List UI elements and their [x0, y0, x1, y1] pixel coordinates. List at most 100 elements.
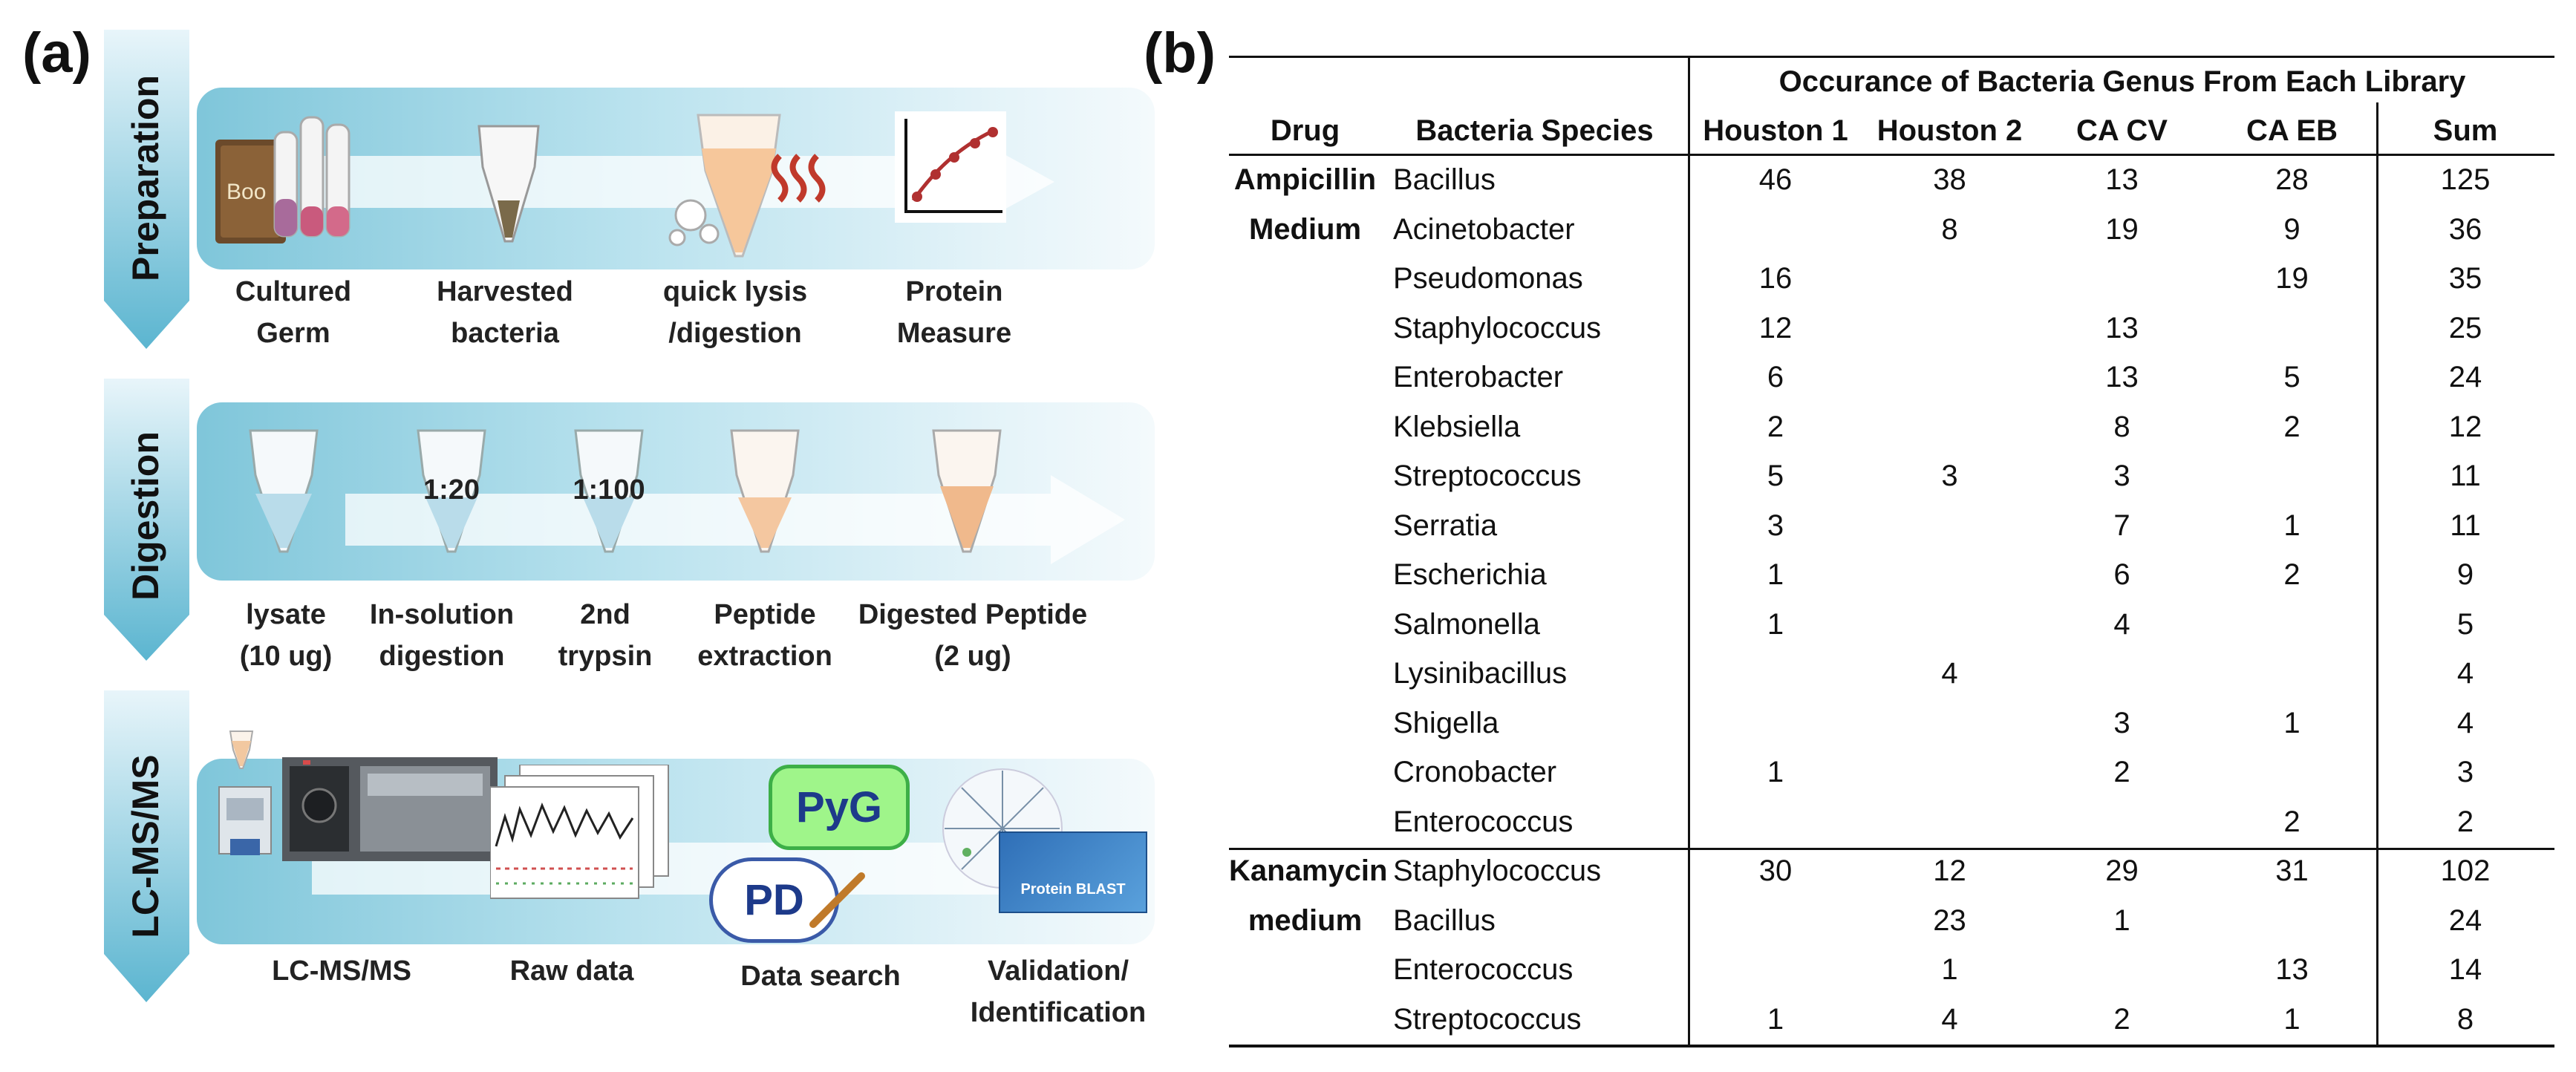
drug-cell	[1229, 353, 1381, 403]
count-cell: 6	[2113, 558, 2130, 592]
count-cell: 5	[2283, 361, 2301, 394]
count-cell: 1	[1767, 558, 1784, 592]
drug-cell	[1229, 650, 1381, 699]
count-cell: 14	[2448, 953, 2482, 987]
step-protein-measure: Protein Measure	[873, 271, 1036, 354]
count-cell	[1688, 797, 1863, 847]
col-header-houston-1: Houston 1	[1703, 114, 1848, 147]
drug-cell: Medium	[1248, 212, 1362, 246]
species-cell: Bacillus	[1393, 903, 1496, 937]
step-lcms: LC-MS/MS	[252, 950, 431, 992]
count-cell: 2	[2113, 756, 2130, 789]
species-cell: Acinetobacter	[1393, 212, 1575, 246]
drug-cell	[1229, 501, 1381, 551]
culture-book-and-tubes-icon: Boo	[215, 116, 350, 244]
count-cell: 2	[2456, 805, 2474, 838]
step-in-solution-digestion: In-solution digestion	[356, 594, 527, 677]
drug-cell	[1229, 452, 1381, 502]
count-cell	[1863, 551, 2036, 601]
count-cell: 13	[2105, 163, 2139, 197]
count-cell: 46	[1758, 163, 1793, 197]
table-top-rule	[1229, 56, 2554, 58]
count-cell: 4	[1941, 1002, 1958, 1036]
table-header-rule	[1229, 154, 2554, 156]
count-cell: 2	[1767, 410, 1784, 443]
count-cell: 2	[2283, 410, 2301, 443]
count-cell: 30	[1758, 854, 1793, 888]
count-cell	[1688, 205, 1863, 255]
protein-blast-card: Protein BLAST	[999, 831, 1147, 913]
step-raw-data-text: Raw data	[509, 955, 634, 987]
count-cell: 24	[2448, 361, 2482, 394]
count-cell	[2208, 650, 2376, 699]
count-cell	[1863, 600, 2036, 650]
count-cell: 13	[2105, 361, 2139, 394]
species-cell: Streptococcus	[1393, 460, 1582, 493]
count-cell	[1863, 748, 2036, 798]
count-cell: 1	[2113, 903, 2130, 937]
drug-cell	[1229, 748, 1381, 798]
count-cell: 1	[2283, 1002, 2301, 1036]
count-cell: 9	[2283, 212, 2301, 246]
count-cell: 13	[2275, 953, 2309, 987]
count-cell: 2	[2283, 805, 2301, 838]
table-header-row: Drug Bacteria Species Houston 1 Houston …	[1229, 106, 2554, 156]
drug-cell	[1229, 797, 1381, 847]
drug-cell: Kanamycin	[1229, 854, 1388, 888]
count-cell	[1688, 896, 1863, 946]
count-cell: 23	[1933, 903, 1966, 937]
pyg-badge: PyG	[769, 765, 910, 850]
count-cell: 5	[2456, 607, 2474, 641]
step-peptide-extraction-text: Peptide extraction	[697, 599, 832, 672]
count-cell	[2036, 650, 2208, 699]
step-quick-lysis-text: quick lysis /digestion	[662, 276, 808, 349]
count-cell	[1863, 501, 2036, 551]
harvested-bacteria-tube-icon	[477, 125, 540, 243]
step-data-search-text: Data search	[740, 961, 901, 992]
drug-cell	[1229, 946, 1381, 996]
count-cell: 4	[2456, 657, 2474, 690]
lcms-stage-arrow	[104, 690, 189, 1002]
digestion-flow-arrow	[345, 475, 1125, 564]
species-cell: Streptococcus	[1393, 1002, 1582, 1036]
species-cell: Staphylococcus	[1393, 311, 1602, 344]
drug-cell: medium	[1248, 903, 1363, 937]
table-group-rule	[1229, 848, 2554, 850]
count-cell: 3	[1767, 509, 1784, 542]
count-cell: 11	[2450, 460, 2481, 493]
step-harvested-bacteria-text: Harvested bacteria	[437, 276, 573, 349]
stage-label-preparation: Preparation	[125, 75, 166, 281]
lysate-tube-icon	[249, 429, 319, 553]
count-cell: 1	[1767, 1002, 1784, 1036]
count-cell: 9	[2456, 558, 2474, 592]
species-cell: Enterobacter	[1393, 361, 1564, 394]
drug-cell	[1229, 402, 1381, 452]
table-bottom-rule	[1229, 1045, 2554, 1048]
pyg-badge-text: PyG	[795, 783, 883, 831]
count-cell: 29	[2105, 854, 2139, 888]
species-cell: Bacillus	[1393, 163, 1496, 197]
count-cell	[1863, 353, 2036, 403]
count-cell: 12	[2448, 410, 2482, 443]
ratio-1-20: 1:20	[423, 474, 480, 506]
panel-b-letter: (b)	[1144, 22, 1216, 85]
step-cultured-germ-text: Cultured Germ	[235, 276, 352, 349]
count-cell	[2208, 748, 2376, 798]
count-cell: 12	[1758, 311, 1793, 344]
count-cell: 1	[1941, 953, 1958, 987]
count-cell: 8	[2113, 410, 2130, 443]
count-cell	[2036, 946, 2208, 996]
protein-blast-text: Protein BLAST	[1020, 881, 1126, 898]
species-cell: Lysinibacillus	[1393, 657, 1568, 690]
preparation-stage-arrow	[104, 30, 189, 349]
drug-cell	[1229, 304, 1381, 353]
